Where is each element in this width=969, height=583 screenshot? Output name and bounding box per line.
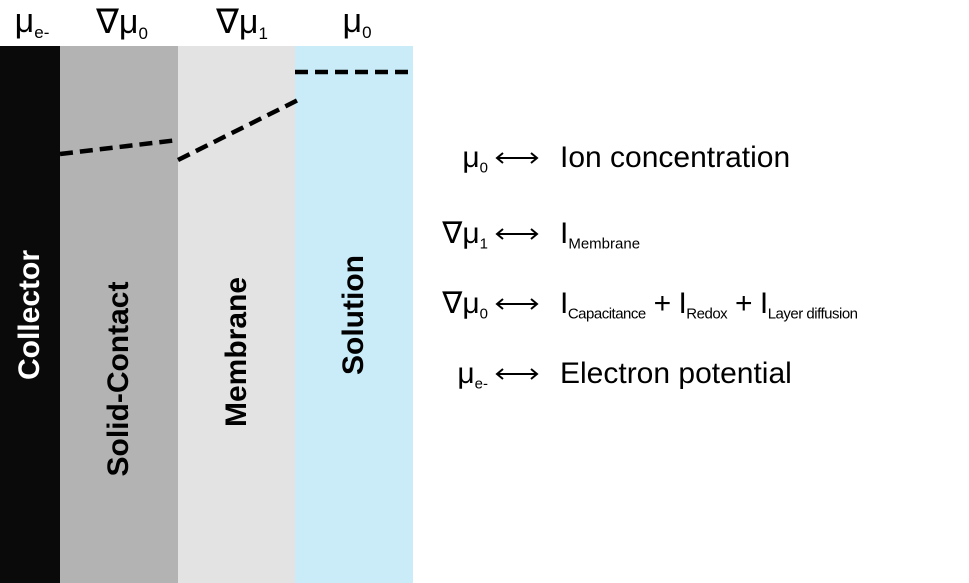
membrane-head: ∇μ1 bbox=[216, 2, 268, 44]
legend-solid-contact-sym-main: ∇μ bbox=[442, 287, 480, 320]
collector-head-sym: μ bbox=[14, 2, 35, 40]
plus-sign: + bbox=[735, 287, 753, 320]
term-capacitance-i: I bbox=[560, 287, 568, 320]
legend-electron-text: Electron potential bbox=[560, 357, 792, 390]
legend-membrane-term: IMembrane bbox=[560, 214, 640, 264]
membrane-potential-line bbox=[176, 97, 300, 163]
plus-sign: + bbox=[653, 287, 672, 320]
term-layer-diffusion-i: I bbox=[759, 287, 768, 320]
term-capacitance-sub: Capacitance bbox=[567, 305, 646, 323]
solid-contact-head-sym: ∇μ bbox=[96, 3, 139, 41]
legend-ion-sym-sub: 0 bbox=[479, 159, 488, 177]
solution-head-sub: 0 bbox=[362, 22, 372, 42]
legend-ion-sym-main: μ bbox=[462, 141, 480, 174]
solid-contact-layer: Solid-Contact bbox=[60, 46, 178, 583]
membrane-head-sub: 1 bbox=[258, 23, 268, 43]
collector-head: μe- bbox=[15, 2, 50, 43]
membrane-head-sym: ∇μ bbox=[216, 3, 259, 41]
legend-solid-contact-sym: ∇μ0 bbox=[420, 284, 488, 334]
solid-contact-head-sub: 0 bbox=[138, 23, 148, 43]
solution-layer: Solution bbox=[295, 46, 413, 583]
double-arrow-icon bbox=[495, 152, 539, 164]
legend-electron-sym-main: μ bbox=[457, 357, 475, 390]
term-layer-diffusion-sub: Layer diffusion bbox=[767, 305, 858, 323]
collector-layer: Collector bbox=[0, 46, 60, 583]
solid-contact-head: ∇μ0 bbox=[96, 2, 148, 44]
double-arrow-icon bbox=[495, 298, 539, 310]
legend-electron-sym: μe- bbox=[420, 354, 488, 404]
legend-solid-contact-terms: ICapacitance + IRedox + ILayer diffusion bbox=[560, 284, 858, 334]
term-redox-sub: Redox bbox=[686, 305, 728, 323]
collector-head-sub: e- bbox=[34, 22, 50, 42]
legend-ion-sym: μ0 bbox=[420, 138, 488, 188]
legend-membrane-sym: ∇μ1 bbox=[420, 214, 488, 264]
double-arrow-icon bbox=[495, 228, 539, 240]
legend-membrane-term-sub: Membrane bbox=[568, 235, 641, 253]
legend-row-ion: μ0 Ion concentration bbox=[420, 138, 965, 178]
solution-head-sym: μ bbox=[342, 2, 363, 40]
legend-membrane-term-i: I bbox=[560, 217, 569, 250]
solid-contact-potential-line bbox=[59, 137, 179, 157]
legend-row-electron: μe- Electron potential bbox=[420, 354, 965, 394]
solution-head: μ0 bbox=[342, 2, 371, 43]
legend-ion-text: Ion concentration bbox=[560, 141, 791, 174]
legend-membrane-sym-sub: 1 bbox=[479, 235, 488, 253]
legend-row-solid-contact: ∇μ0 ICapacitance + IRedox + ILayer diffu… bbox=[420, 284, 965, 324]
legend-solid-contact-sym-sub: 0 bbox=[479, 305, 488, 323]
legend-electron-sym-sub: e- bbox=[474, 375, 488, 393]
double-arrow-icon bbox=[495, 368, 539, 380]
legend-membrane-sym-main: ∇μ bbox=[442, 217, 480, 250]
legend-row-membrane: ∇μ1 IMembrane bbox=[420, 214, 965, 254]
term-redox-i: I bbox=[678, 287, 687, 320]
membrane-layer: Membrane bbox=[178, 46, 295, 583]
